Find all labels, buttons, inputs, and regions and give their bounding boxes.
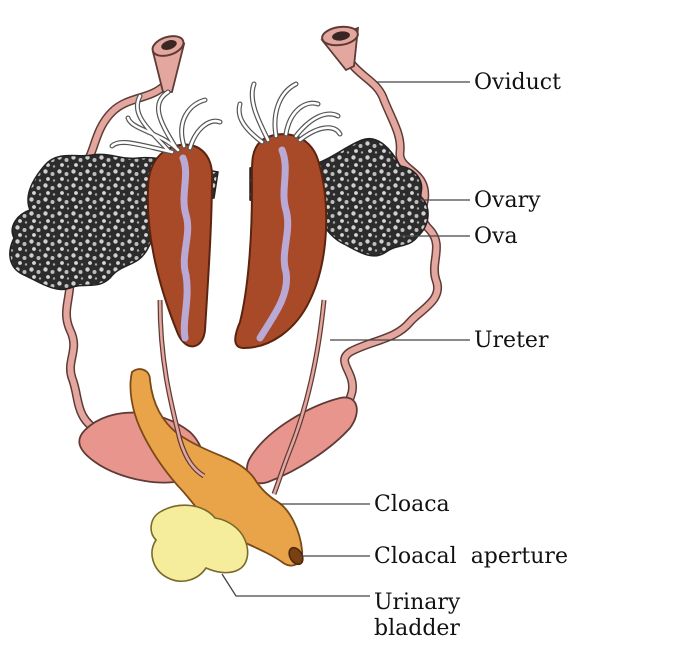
label-urinary-bladder-line1: Urinary xyxy=(374,590,460,616)
label-cloacal-aperture: Cloacal aperture xyxy=(374,544,568,570)
label-ova: Ova xyxy=(474,224,518,250)
label-ovary: Ovary xyxy=(474,188,541,214)
right-kidney xyxy=(235,134,326,348)
label-urinary-bladder-line2: bladder xyxy=(374,616,460,642)
left-kidney xyxy=(148,144,212,346)
label-oviduct: Oviduct xyxy=(474,70,561,96)
label-cloaca: Cloaca xyxy=(374,492,450,518)
right-fat-body xyxy=(239,84,340,142)
label-ureter: Ureter xyxy=(474,328,548,354)
